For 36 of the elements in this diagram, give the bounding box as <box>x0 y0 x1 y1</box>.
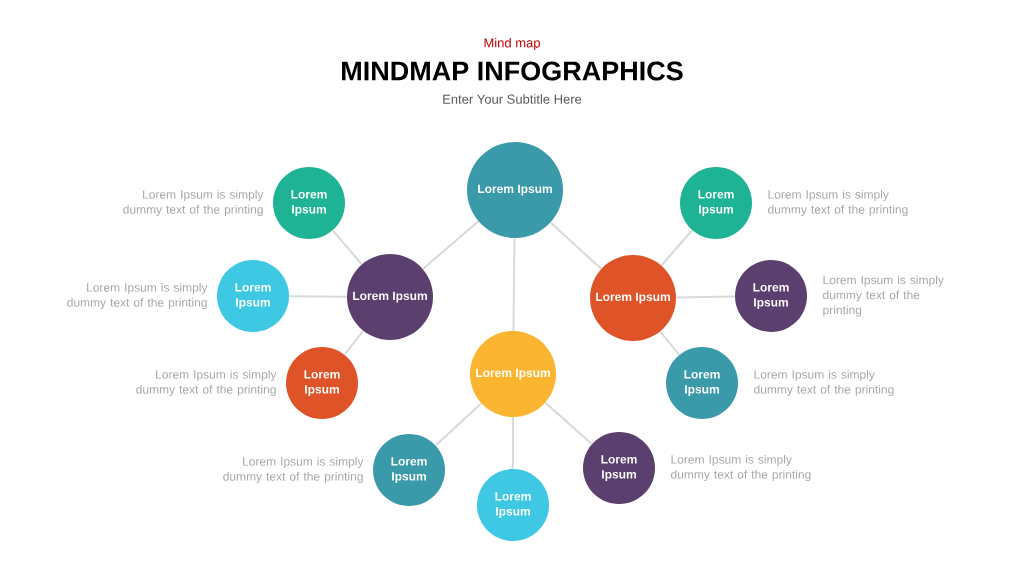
circle-node: Lorem Ipsum <box>347 254 433 340</box>
description-text: Lorem Ipsum is simply dummy text of the printing <box>67 282 208 310</box>
connector-line <box>288 295 348 298</box>
circle-node: Lorem Ipsum <box>666 347 738 419</box>
description-text: Lorem Ipsum is simply dummy text of the printing <box>123 189 264 217</box>
circle-node: Lorem Ipsum <box>583 432 655 504</box>
connector-line <box>660 229 694 267</box>
circle-node: Lorem Ipsum <box>477 469 549 541</box>
circle-node: Lorem Ipsum <box>273 167 345 239</box>
description-text: Lorem Ipsum is simply dummy text of the printing <box>754 369 894 397</box>
circle-node: Lorem Ipsum <box>373 434 445 506</box>
connector-line <box>512 237 516 332</box>
description-text: Lorem Ipsum is simply dummy text of the printing <box>823 275 944 317</box>
small-heading: Mind map <box>484 37 540 51</box>
connector-line <box>434 402 483 447</box>
circle-node: Lorem Ipsum <box>470 331 556 417</box>
circle-node: Lorem Ipsum <box>217 260 289 332</box>
circle-node: Lorem Ipsum <box>735 260 807 332</box>
circle-node: Lorem Ipsum <box>680 167 752 239</box>
description-text: Lorem Ipsum is simply dummy text of the printing <box>768 189 908 217</box>
connector-line <box>659 330 681 356</box>
subtitle: Enter Your Subtitle Here <box>443 94 582 104</box>
connector-line <box>675 295 736 299</box>
circle-node: Lorem Ipsum <box>467 142 563 238</box>
circle-node: Lorem Ipsum <box>590 255 676 341</box>
connector-line <box>512 416 514 470</box>
connector-line <box>421 220 480 270</box>
title: MINDMAP INFOGRAPHICS <box>342 61 683 81</box>
circle-node: Lorem Ipsum <box>286 347 358 419</box>
connector-line <box>544 401 593 445</box>
description-text: Lorem Ipsum is simply dummy text of the printing <box>223 456 364 484</box>
description-text: Lorem Ipsum is simply dummy text of the printing <box>671 454 811 482</box>
connector-line <box>331 229 363 266</box>
connector-line <box>343 329 365 356</box>
connector-line <box>549 221 603 270</box>
description-text: Lorem Ipsum is simply dummy text of the printing <box>136 369 277 397</box>
